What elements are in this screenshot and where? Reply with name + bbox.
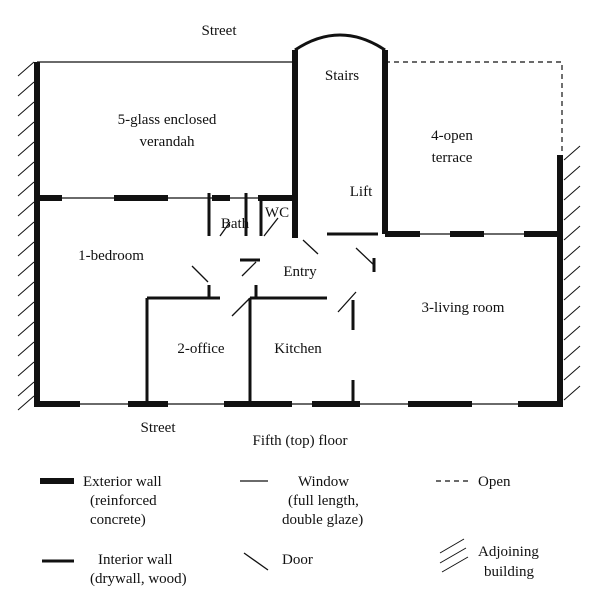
office-label: 2-office xyxy=(177,341,225,357)
street-bottom-label: Street xyxy=(141,420,177,436)
legend-adjoining-line2: building xyxy=(484,564,535,580)
wc-label: WC xyxy=(265,205,289,221)
entry-label: Entry xyxy=(283,264,317,280)
legend-open-label: Open xyxy=(478,474,511,490)
legend-door-label: Door xyxy=(282,552,313,568)
living-room-label: 3-living room xyxy=(422,300,505,316)
kitchen-label: Kitchen xyxy=(274,341,322,357)
lift-label: Lift xyxy=(350,184,373,200)
legend-adjoining-symbol xyxy=(439,538,469,573)
legend-interior-wall-line1: Interior wall xyxy=(98,552,173,568)
stairs-label: Stairs xyxy=(325,68,359,84)
open-terrace-boundary xyxy=(385,61,563,155)
terrace-label-line1: 4-open xyxy=(431,128,473,144)
bedroom-label: 1-bedroom xyxy=(78,248,144,264)
interior-walls xyxy=(145,193,378,404)
street-top-label: Street xyxy=(202,23,238,39)
bath-label: Bath xyxy=(221,216,250,232)
legend-window-line3: double glaze) xyxy=(282,512,363,528)
legend-interior-wall-line2: (drywall, wood) xyxy=(90,571,187,587)
legend-exterior-wall-line3: concrete) xyxy=(90,512,146,528)
legend-window-line1: Window xyxy=(298,474,349,490)
legend-adjoining-line1: Adjoining xyxy=(478,544,539,560)
windows xyxy=(37,61,524,405)
doors xyxy=(191,217,376,317)
terrace-label-line2: terrace xyxy=(432,150,473,166)
verandah-label-line2: verandah xyxy=(140,134,195,150)
legend-door-symbol xyxy=(243,552,269,571)
adjoining-building-left-hatch xyxy=(17,61,35,411)
floor-caption: Fifth (top) floor xyxy=(253,433,348,449)
legend: Exterior wall (reinforced concrete) Inte… xyxy=(40,474,539,587)
adjoining-building-right-hatch xyxy=(563,145,581,401)
legend-exterior-wall-line1: Exterior wall xyxy=(83,474,162,490)
legend-exterior-wall-line2: (reinforced xyxy=(90,493,157,509)
stairs-curved-wall xyxy=(294,33,386,52)
verandah-label-line1: 5-glass enclosed xyxy=(118,112,217,128)
legend-window-line2: (full length, xyxy=(288,493,359,509)
